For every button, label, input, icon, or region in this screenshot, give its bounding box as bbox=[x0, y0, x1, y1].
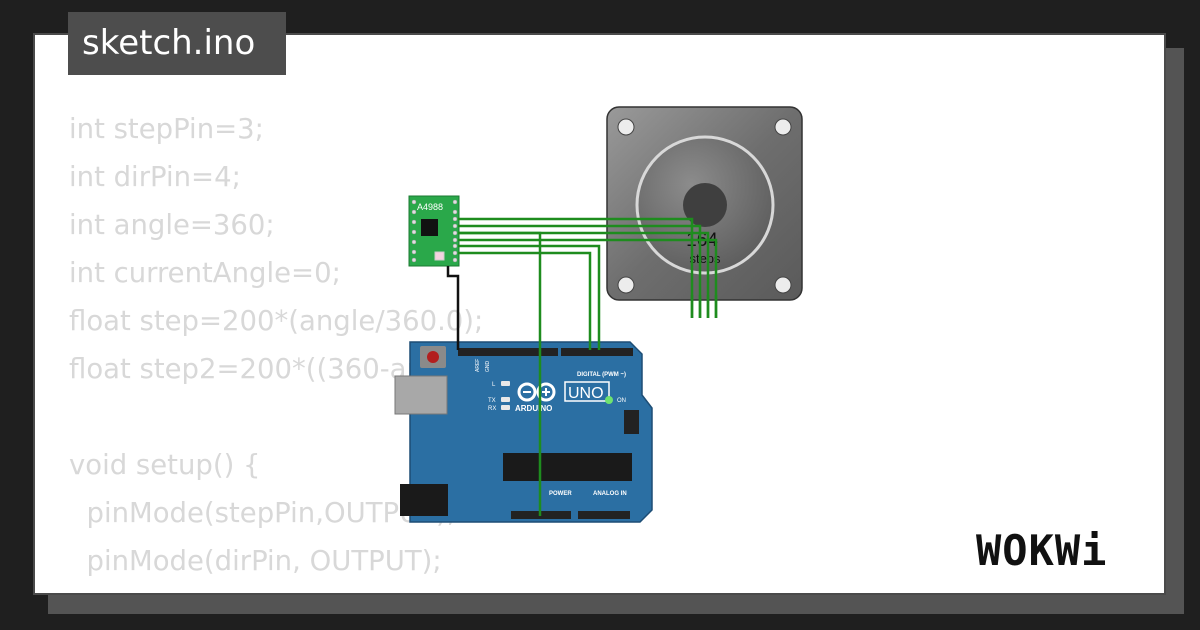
wire-power bbox=[458, 231, 542, 516]
a4988-driver[interactable]: A4988 bbox=[408, 195, 460, 267]
file-name-tab[interactable]: sketch.ino bbox=[68, 12, 286, 75]
tx-label: TX bbox=[488, 398, 496, 404]
code-line: int currentAngle=0; bbox=[69, 257, 341, 289]
digital-header-left bbox=[458, 348, 558, 356]
mount-hole-icon bbox=[617, 118, 635, 136]
wire-ground bbox=[446, 266, 460, 350]
icsp-header bbox=[624, 410, 639, 434]
driver-pins bbox=[411, 199, 458, 263]
led-tx bbox=[501, 397, 510, 402]
wire-coil-b1 bbox=[458, 231, 710, 318]
wire-coil-a2 bbox=[458, 224, 702, 318]
aref-label: AREF bbox=[475, 359, 481, 372]
rx-label: RX bbox=[488, 406, 496, 412]
analog-label: ANALOG IN bbox=[593, 491, 627, 497]
driver-label: A4988 bbox=[417, 202, 443, 212]
code-line: void setup() { bbox=[69, 449, 261, 481]
gnd-label: GND bbox=[485, 361, 491, 373]
code-line: pinMode(stepPin,OUTPUT); bbox=[69, 497, 457, 529]
microcontroller-chip bbox=[503, 453, 632, 481]
wire-coil-b2 bbox=[458, 238, 718, 318]
arduino-uno-board[interactable]: AREF GND DIGITAL (PWM ~) UNO ARDUINO L T… bbox=[394, 341, 653, 523]
mount-hole-icon bbox=[774, 276, 792, 294]
digital-label: DIGITAL (PWM ~) bbox=[577, 372, 626, 378]
code-line: pinMode(dirPin, OUTPUT); bbox=[69, 545, 442, 577]
code-line: int stepPin=3; bbox=[69, 113, 264, 145]
mount-hole-icon bbox=[774, 118, 792, 136]
reset-button-icon bbox=[427, 351, 439, 363]
arduino-logo-icon bbox=[517, 382, 556, 402]
trim-pot bbox=[434, 251, 445, 261]
wires bbox=[446, 217, 718, 516]
wire-coil-a1 bbox=[458, 217, 694, 318]
board-brand: ARDUINO bbox=[515, 404, 552, 413]
stepper-motor[interactable]: 164 steps bbox=[606, 106, 803, 318]
board-model: UNO bbox=[568, 385, 604, 402]
steps-unit: steps bbox=[689, 251, 721, 266]
code-line: float step=200*(angle/360.0); bbox=[69, 305, 484, 337]
driver-chip bbox=[421, 219, 438, 236]
l-label: L bbox=[492, 382, 496, 388]
on-label: ON bbox=[617, 398, 626, 404]
wire-step bbox=[458, 244, 601, 350]
usb-port bbox=[394, 375, 448, 415]
power-jack bbox=[400, 484, 448, 516]
code-preview: int stepPin=3; int dirPin=4; int angle=360… bbox=[69, 105, 585, 585]
code-line: int dirPin=4; bbox=[69, 161, 241, 193]
digital-header-right bbox=[561, 348, 633, 356]
led-rx bbox=[501, 405, 510, 410]
wire-dir bbox=[458, 251, 592, 350]
motor-shaft bbox=[683, 183, 727, 227]
code-line: int angle=360; bbox=[69, 209, 275, 241]
led-l bbox=[501, 381, 510, 386]
power-led bbox=[605, 396, 613, 404]
wokwi-logo[interactable]: WOKWi bbox=[976, 526, 1108, 575]
power-label: POWER bbox=[549, 491, 572, 497]
mount-hole-icon bbox=[617, 276, 635, 294]
analog-header bbox=[578, 511, 630, 519]
